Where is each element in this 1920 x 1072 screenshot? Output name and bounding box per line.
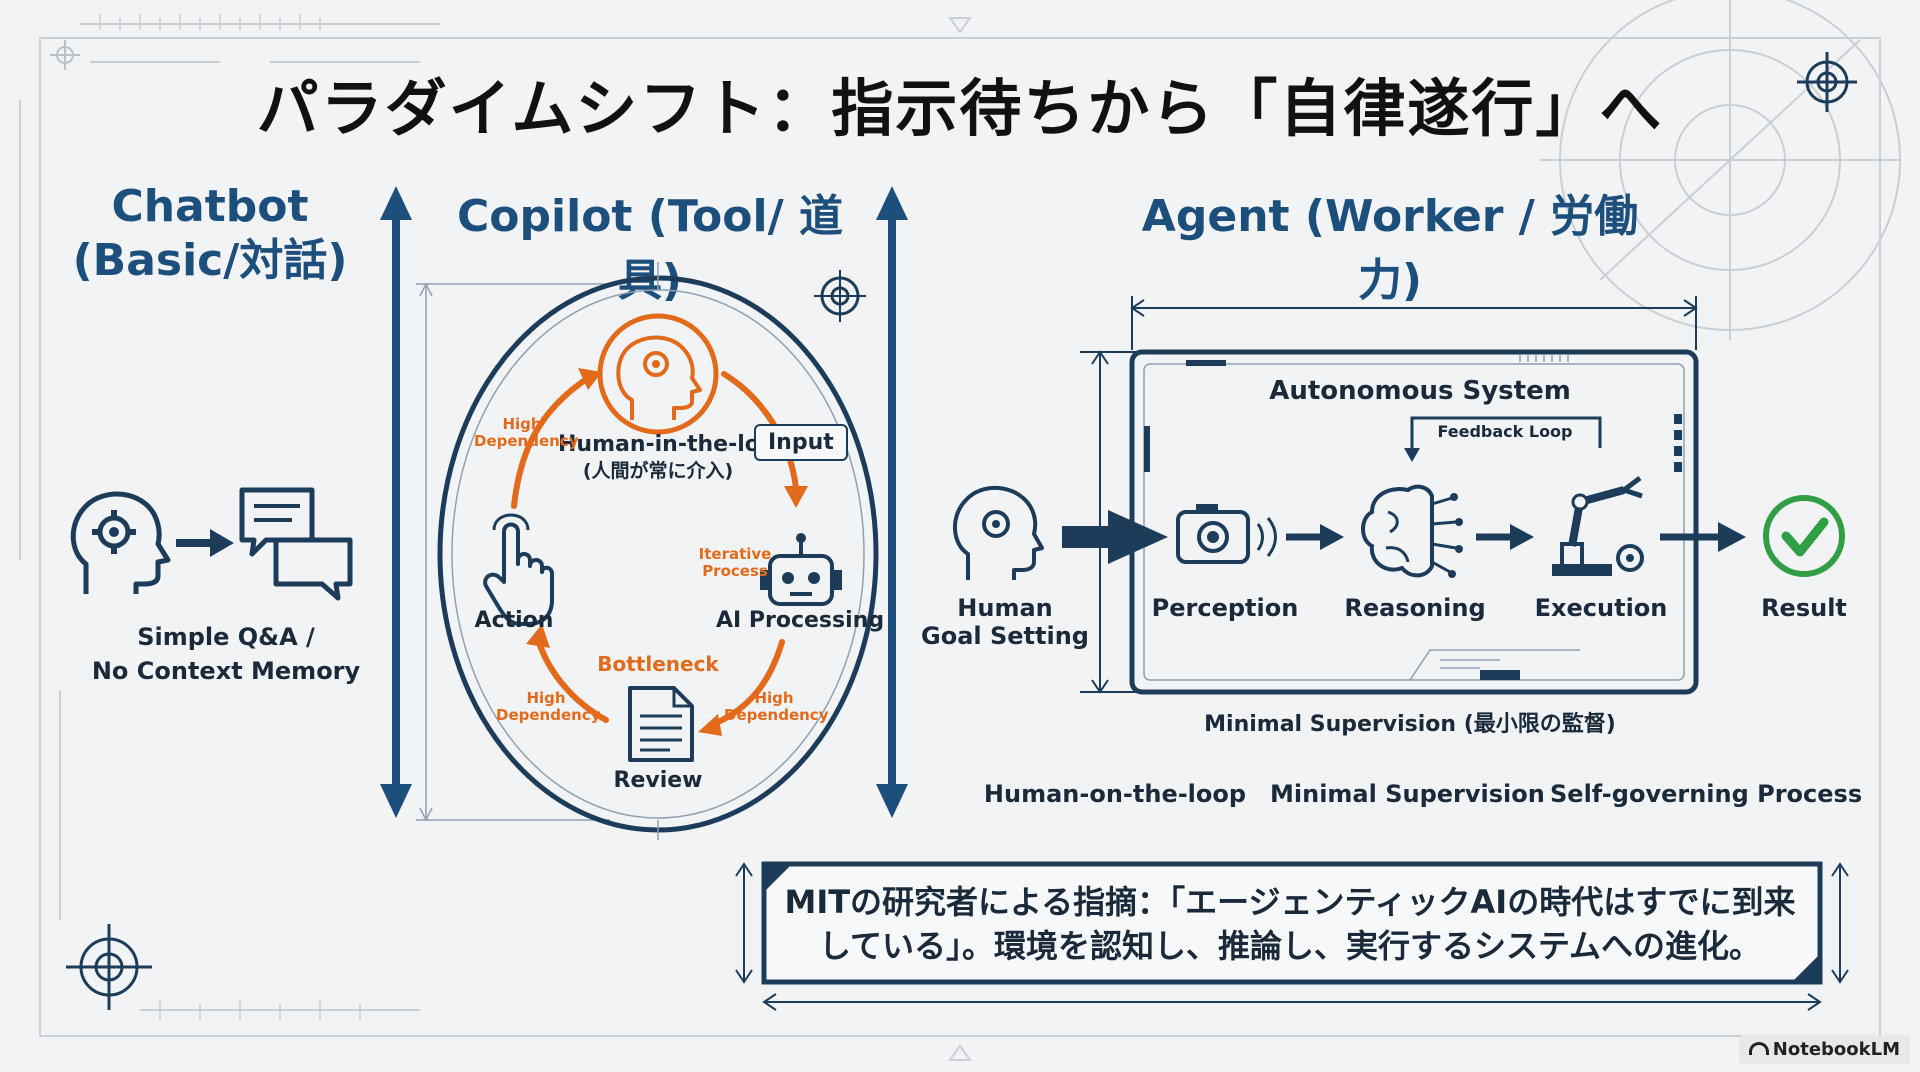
high-dependency-bottom-right: High Dependency — [724, 689, 829, 724]
high-dependency-br-line1: High — [754, 689, 794, 707]
copilot-cycle-diagram — [416, 262, 879, 840]
chatbot-heading-line2: (Basic/対話) — [72, 235, 348, 286]
high-dependency-top-line1: High — [502, 415, 542, 433]
chatbot-heading-line1: Chatbot — [111, 181, 309, 232]
input-label: Input — [754, 424, 848, 461]
feedback-loop-label: Feedback Loop — [1437, 422, 1573, 441]
high-dependency-bl-line2: Dependency — [496, 706, 601, 724]
ai-processing-label: AI Processing — [716, 608, 885, 633]
hitl-line2: (人間が常に介入) — [582, 460, 734, 482]
notebooklm-badge: NotebookLM — [1738, 1035, 1910, 1064]
high-dependency-top: High Dependency — [474, 415, 579, 450]
quote-text: MITの研究者による指摘：「エージェンティックAIの時代はすでに到来 している」… — [780, 880, 1800, 968]
quote-line2: している」。環境を認知し、推論し、実行するシステムへの進化。 — [818, 927, 1762, 965]
iterative-process-label: Iterative Process — [690, 546, 780, 580]
human-goal-line2: Goal Setting — [921, 622, 1089, 650]
page-title: パラダイムシフト：指示待ちから「自律遂行」へ — [256, 72, 1664, 145]
tag-human-on-the-loop: Human-on-the-loop — [983, 780, 1247, 808]
copilot-heading: Copilot (Tool/ 道具) — [457, 191, 843, 306]
reasoning-label: Reasoning — [1344, 594, 1486, 622]
notebooklm-label: NotebookLM — [1772, 1039, 1900, 1060]
agent-diagram — [952, 296, 1845, 695]
hitl-label: Human-in-the-loop (人間が常に介入) — [558, 432, 791, 484]
crosshair-icon — [66, 924, 152, 1010]
high-dependency-top-line2: Dependency — [474, 432, 579, 450]
human-goal-label: Human Goal Setting — [920, 594, 1090, 650]
divider-arrow-left — [380, 186, 412, 818]
hitl-line1: Human-in-the-loop — [558, 432, 791, 457]
chatbot-heading: Chatbot (Basic/対話) — [60, 180, 360, 288]
high-dependency-bl-line1: High — [526, 689, 566, 707]
divider-arrow-right — [876, 186, 908, 818]
notebooklm-logo-icon — [1748, 1042, 1769, 1055]
quote-line1: MITの研究者による指摘：「エージェンティックAIの時代はすでに到来 — [784, 883, 1796, 921]
perception-label: Perception — [1151, 594, 1299, 622]
chatbot-caption-line2: No Context Memory — [91, 657, 361, 685]
quote-frame — [735, 861, 1849, 1011]
crosshair-icon — [50, 40, 80, 70]
arrow-right-icon — [176, 529, 234, 557]
high-dependency-br-line2: Dependency — [724, 706, 829, 724]
review-label: Review — [613, 768, 703, 793]
action-label: Action — [474, 608, 554, 633]
bottleneck-label: Bottleneck — [597, 652, 719, 676]
iterative-line1: Iterative — [698, 545, 772, 563]
tag-minimal-supervision: Minimal Supervision — [1270, 780, 1545, 808]
minimal-supervision-caption: Minimal Supervision (最小限の監督) — [1204, 712, 1616, 737]
iterative-line2: Process — [702, 562, 768, 580]
agent-heading: Agent (Worker / 労働力) — [1141, 191, 1639, 306]
execution-label: Execution — [1534, 594, 1668, 622]
tag-self-governing: Self-governing Process — [1550, 780, 1863, 808]
result-label: Result — [1761, 594, 1847, 622]
high-dependency-bottom-left: High Dependency — [496, 689, 601, 724]
human-goal-line1: Human — [957, 594, 1053, 622]
autonomous-system-title: Autonomous System — [1269, 376, 1571, 406]
chatbot-caption: Simple Q&A / No Context Memory — [86, 620, 366, 688]
human-gear-head-icon — [70, 491, 171, 594]
chatbot-caption-line1: Simple Q&A / — [137, 623, 315, 651]
chat-bubbles-icon — [239, 487, 353, 601]
crosshair-icon — [1797, 52, 1857, 112]
